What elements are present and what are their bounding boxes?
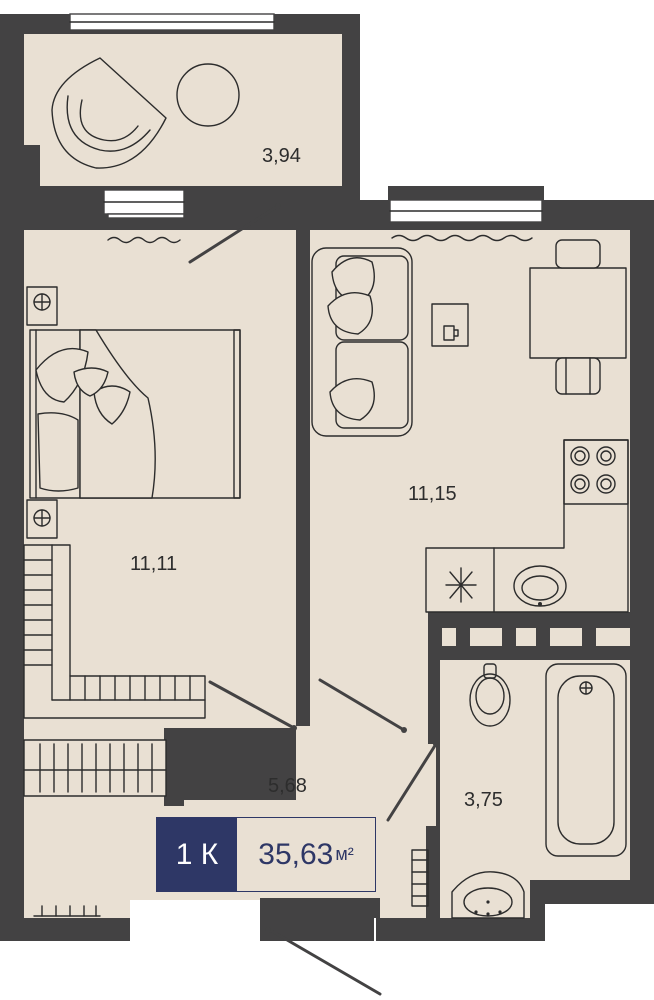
stove-icon bbox=[563, 439, 629, 505]
shoe-rack-icon bbox=[23, 739, 167, 797]
dining-table-icon bbox=[529, 239, 627, 395]
curtains bbox=[107, 234, 533, 244]
windows bbox=[69, 13, 543, 223]
bedroom-area-label: 11,11 bbox=[130, 553, 177, 575]
living-kitchen-area-label: 11,15 bbox=[408, 483, 457, 505]
total-area-value: 35,63 bbox=[258, 837, 334, 871]
balcony-area-label: 3,94 bbox=[262, 145, 301, 167]
washbasin-icon bbox=[451, 871, 525, 919]
kitchen-sink-icon bbox=[513, 565, 567, 607]
bathroom-area-label: 3,75 bbox=[464, 789, 503, 811]
sofa-icon bbox=[311, 247, 413, 437]
fridge-icon bbox=[445, 567, 477, 603]
round-table-icon bbox=[176, 63, 240, 127]
area-unit: м² bbox=[335, 844, 354, 864]
room-count-label: 1 К bbox=[157, 818, 237, 891]
armchair-icon bbox=[51, 57, 167, 169]
radiator-icon bbox=[33, 905, 101, 917]
coffee-table-icon bbox=[431, 303, 469, 347]
towel-rail-icon bbox=[411, 849, 429, 907]
socket-icon bbox=[26, 499, 58, 539]
bed-icon bbox=[29, 329, 241, 499]
doors bbox=[188, 203, 439, 996]
toilet-icon bbox=[469, 663, 511, 727]
bathtub-icon bbox=[545, 663, 627, 857]
partitions bbox=[0, 186, 630, 918]
wardrobe-icon bbox=[23, 544, 206, 719]
socket-icon bbox=[26, 286, 58, 326]
hallway-area-label: 5,68 bbox=[268, 775, 307, 797]
